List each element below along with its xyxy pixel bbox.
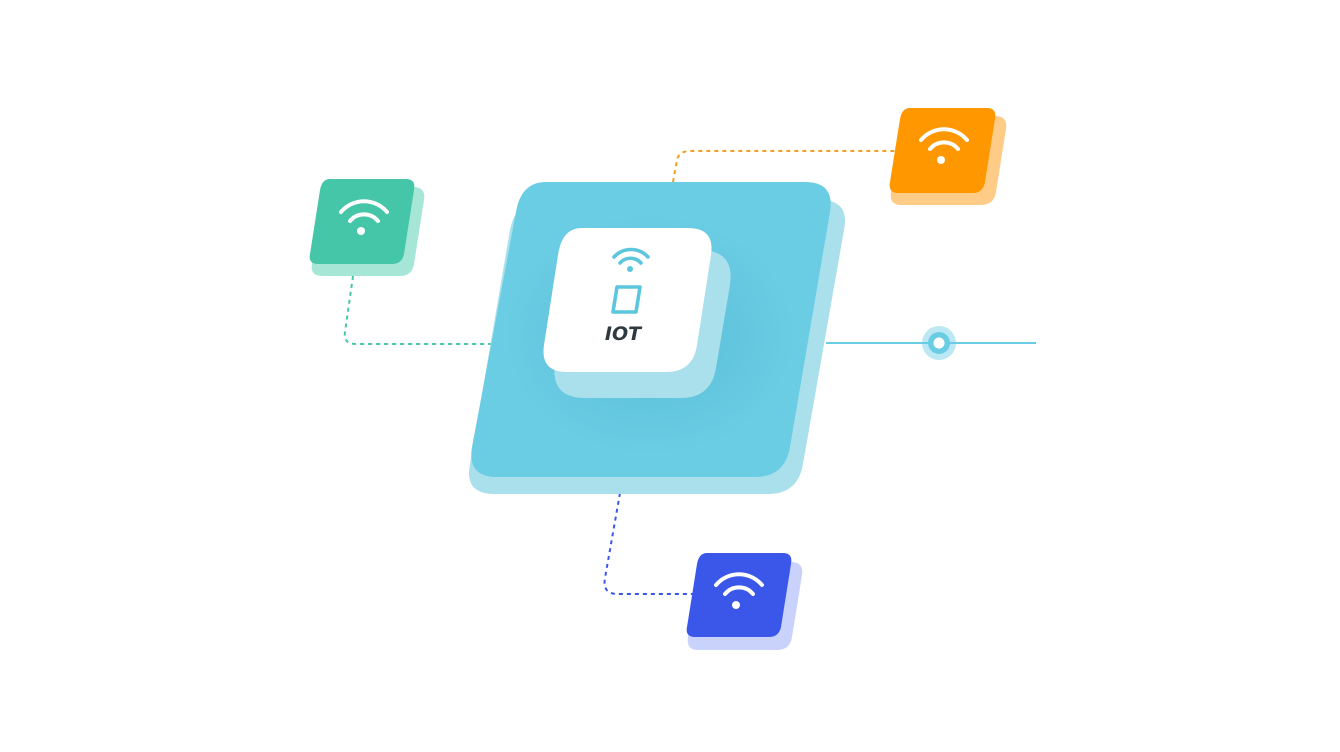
- iot-module: IOT: [543, 228, 731, 398]
- link-blue: [603, 492, 693, 595]
- wifi-icon: [339, 199, 389, 235]
- link-green: [343, 275, 492, 345]
- blue-node: [686, 553, 803, 650]
- hub-label: IOT: [605, 323, 643, 345]
- link-orange: [672, 150, 900, 183]
- wifi-icon: [714, 572, 764, 609]
- wifi-icon: [612, 247, 650, 272]
- connector-node-icon: [922, 326, 956, 360]
- wifi-icon: [919, 127, 969, 164]
- orange-node: [889, 108, 1007, 205]
- chip-icon: [611, 285, 642, 314]
- green-node: [309, 179, 425, 276]
